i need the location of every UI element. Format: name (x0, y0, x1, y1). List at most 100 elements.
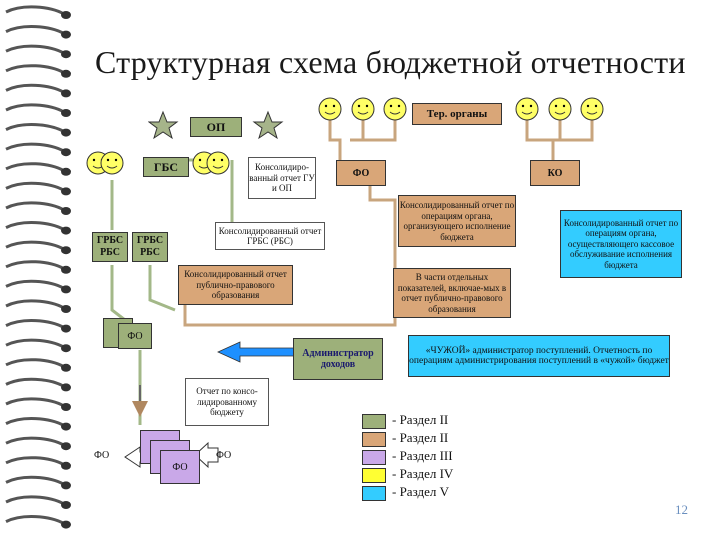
spiral-hole (61, 207, 71, 215)
spiral-ring (5, 319, 65, 329)
spiral-hole (61, 324, 71, 333)
spiral-hole (61, 383, 71, 392)
spiral-hole (61, 344, 71, 353)
spiral-ring (5, 279, 65, 290)
spiral-ring (5, 240, 65, 251)
spiral-ring (5, 358, 65, 369)
legend-label: - Раздел V (392, 484, 449, 499)
smiley-group-ter (318, 97, 407, 121)
spiral-hole (61, 481, 71, 490)
konsol-grbs-note: Консолидированный отчет ГРБС (РБС) (215, 222, 325, 250)
legend-label: - Раздел II (392, 412, 449, 427)
spiral-hole (61, 69, 71, 78)
gbs-node: ГБС (143, 157, 189, 177)
spiral-hole (61, 442, 71, 451)
spiral-hole (61, 226, 71, 235)
smiley-icon (318, 97, 342, 121)
konsol-public-note: Консолидированный отчет публично-правово… (178, 265, 293, 305)
spiral-ring (5, 103, 65, 114)
slide-title: Структурная схема бюджетной отчетности (95, 44, 686, 80)
right-arrow (194, 441, 219, 469)
ko-node: КО (530, 160, 580, 186)
spiral-hole (61, 461, 71, 470)
smiley-icon (580, 97, 604, 121)
smiley-icon (351, 97, 375, 121)
spiral-ring (5, 181, 65, 192)
grbs-rbs-node-2: ГРБС РБС (132, 232, 168, 262)
spiral-ring (5, 515, 65, 525)
smiley-icon (206, 151, 230, 175)
spiral-hole (61, 285, 71, 294)
legend-swatch (362, 468, 386, 483)
smiley-icon (100, 151, 124, 175)
legend-swatch (362, 486, 386, 501)
spiral-hole (61, 50, 71, 59)
spiral-ring (5, 456, 65, 467)
legend-label: - Раздел III (392, 448, 453, 463)
smiley-icon (515, 97, 539, 121)
spiral-ring (5, 495, 65, 506)
smiley-icon (383, 97, 407, 121)
spiral-ring (5, 377, 65, 388)
blue-arrow (217, 341, 301, 363)
spiral-ring (5, 44, 65, 55)
spiral-ring (5, 417, 65, 427)
spiral-ring (5, 299, 65, 310)
legend-swatch (362, 450, 386, 465)
spiral-ring (5, 83, 65, 94)
brown-connectors (183, 115, 594, 327)
fo-bottom-right-label: ФО (216, 450, 232, 461)
spiral-hole (61, 148, 71, 157)
op-node: ОП (190, 117, 242, 137)
partial-note: В части отдельных показателей, включае-м… (393, 268, 511, 318)
spiral-hole (61, 363, 71, 372)
admin-node: Администратор доходов (293, 338, 383, 380)
star-group (148, 110, 284, 140)
spiral-ring (5, 397, 65, 408)
ter-organy-node: Тер. органы (412, 103, 502, 125)
spiral-ring (5, 475, 65, 486)
legend-label: - Раздел IV (392, 466, 454, 481)
spiral-hole (61, 187, 71, 196)
fo-bottom-left-label: ФО (94, 450, 110, 461)
spiral-hole (61, 265, 71, 274)
chuzhoy-note: «ЧУЖОЙ» администратор поступлений. Отчет… (408, 335, 670, 377)
star-icon (148, 110, 179, 140)
spiral-ring (5, 221, 65, 231)
spiral-ring (5, 64, 65, 75)
spiral-binding (5, 5, 71, 529)
spiral-ring (5, 338, 65, 349)
spiral-hole (61, 30, 71, 39)
spiral-hole (61, 109, 71, 117)
fo-left-node: ФО (118, 323, 152, 349)
spiral-hole (61, 89, 71, 98)
star-icon (252, 110, 284, 140)
spiral-hole (61, 501, 71, 509)
spiral-ring (5, 201, 65, 212)
legend-swatch (362, 432, 386, 447)
smiley-group-left (86, 151, 230, 175)
spiral-ring (5, 25, 65, 35)
smiley-group-ko (515, 97, 604, 121)
konsol-gu-op-note: Консолидиро-ванный отчет ГУ и ОП (248, 157, 316, 199)
page-number: 12 (675, 502, 688, 517)
spiral-hole (61, 167, 71, 176)
spiral-ring (5, 260, 65, 271)
spiral-hole (61, 246, 71, 255)
fo-top-node: ФО (336, 160, 386, 186)
fo-bottom-mid-node: ФО (160, 450, 200, 484)
spiral-ring (5, 436, 65, 447)
smiley-icon (548, 97, 572, 121)
grbs-rbs-node-1: ГРБС РБС (92, 232, 128, 262)
spiral-hole (61, 520, 71, 529)
spiral-ring (5, 162, 65, 173)
konsol-fo-ops-note: Консолидированный отчет по операциям орг… (398, 195, 516, 247)
spiral-hole (61, 403, 71, 411)
spiral-hole (61, 11, 71, 19)
spiral-hole (61, 128, 71, 137)
konsol-budget-note: Отчет по консо-лидированному бюджету (185, 378, 269, 426)
spiral-hole (61, 422, 71, 431)
spiral-ring (5, 142, 65, 153)
spiral-ring (5, 5, 65, 16)
legend-swatch (362, 414, 386, 429)
